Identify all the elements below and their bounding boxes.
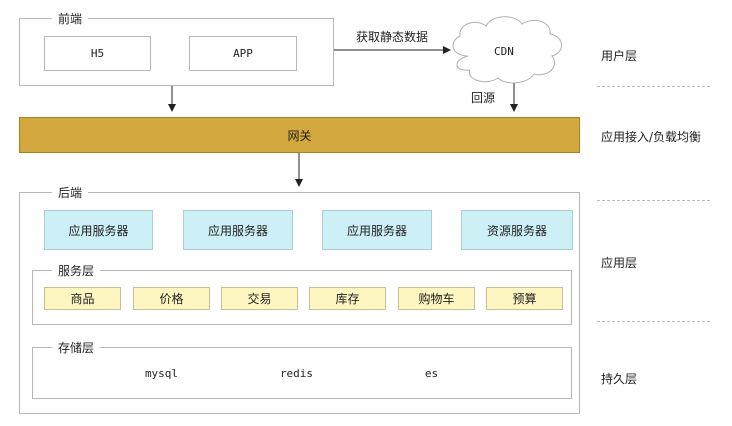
service-layer-title: 服务层 [52,264,101,278]
layer-label-application: 应用层 [601,256,638,270]
layer-label-user: 用户层 [601,49,638,63]
service-label: 价格 [159,292,184,306]
service-label: 商品 [70,292,95,306]
service-price: 价格 [133,287,210,310]
app-box: APP [189,36,297,71]
service-label: 交易 [247,292,272,306]
service-label: 预算 [512,292,537,306]
service-trade: 交易 [221,287,298,310]
service-budget: 预算 [486,287,563,310]
server-label: 应用服务器 [68,223,129,238]
service-label: 库存 [335,292,360,306]
h5-box: H5 [44,36,151,71]
cdn-cloud [452,16,562,84]
service-label: 购物车 [418,292,455,306]
app-server-1: 应用服务器 [44,210,153,250]
db-label-redis: redis [279,367,314,380]
back-source-label: 回源 [471,91,496,105]
db-label-mysql: mysql [144,367,179,380]
server-label: 资源服务器 [486,223,547,238]
service-inventory: 库存 [309,287,386,310]
frontend-title: 前端 [52,12,89,26]
storage-layer-group [32,347,572,399]
layer-divider [597,86,710,87]
server-label: 应用服务器 [346,223,407,238]
fetch-static-data-label: 获取静态数据 [356,30,429,44]
storage-layer-title: 存储层 [52,341,101,355]
gateway-label: 网关 [287,128,312,143]
resource-server: 资源服务器 [461,210,573,250]
gateway-bar: 网关 [19,117,580,153]
h5-label: H5 [90,47,105,60]
app-server-2: 应用服务器 [183,210,293,250]
service-product: 商品 [44,287,121,310]
db-label-es: es [424,367,439,380]
service-layer-group [32,270,572,325]
layer-divider [597,321,710,322]
layer-divider [597,200,710,201]
service-cart: 购物车 [398,287,475,310]
app-server-3: 应用服务器 [322,210,432,250]
layer-label-access: 应用接入/负载均衡 [601,130,702,144]
app-label: APP [233,47,253,60]
backend-title: 后端 [52,186,89,200]
cdn-label: CDN [494,45,514,58]
layer-label-persistence: 持久层 [601,372,638,386]
server-label: 应用服务器 [207,223,268,238]
